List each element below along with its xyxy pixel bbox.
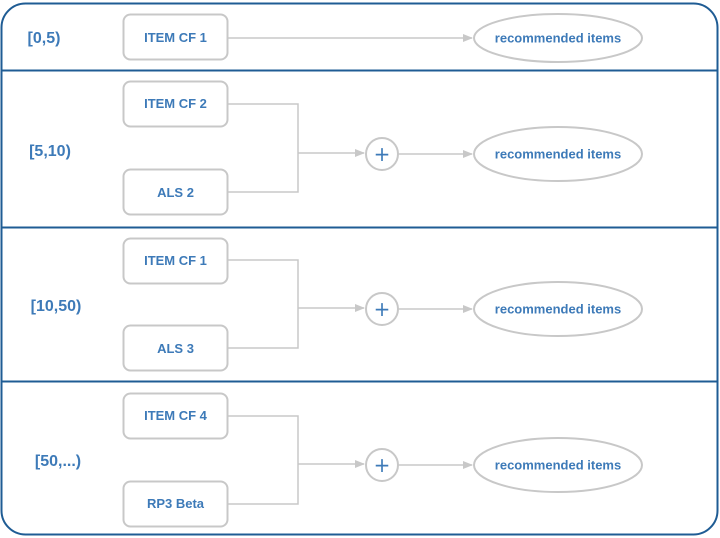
- model-label: ITEM CF 1: [144, 253, 207, 268]
- model-box-frame: [122, 13, 229, 61]
- plus-icon: +: [374, 297, 391, 321]
- merge-connector: [228, 103, 364, 193]
- model-box-frame: [122, 392, 229, 440]
- model-box-frame: [122, 168, 229, 216]
- model-box-item-cf-1: ITEM CF 1: [122, 237, 229, 285]
- output-ellipse: [473, 437, 643, 493]
- model-label: ITEM CF 1: [144, 30, 207, 45]
- model-label: RP3 Beta: [147, 496, 205, 511]
- model-box-als-2: ALS 2: [122, 168, 229, 216]
- row-3: [50,...) ITEM CF 4 RP3 Beta + recommende…: [35, 392, 643, 528]
- output-ellipse: [473, 281, 643, 337]
- plus-icon: +: [374, 142, 391, 166]
- output-node: recommended items: [473, 13, 643, 63]
- merge-connector: [228, 415, 364, 505]
- model-box-frame: [122, 480, 229, 528]
- model-box-item-cf-4: ITEM CF 4: [122, 392, 229, 440]
- row-1: [5,10) ITEM CF 2 ALS 2 + recommended ite…: [29, 80, 643, 216]
- output-label: recommended items: [495, 31, 621, 46]
- model-box-item-cf-2: ITEM CF 2: [122, 80, 229, 128]
- model-box-frame: [122, 324, 229, 372]
- output-node: recommended items: [473, 281, 643, 337]
- model-box-frame: [122, 80, 229, 128]
- model-label: ITEM CF 4: [144, 408, 208, 423]
- plus-icon: +: [374, 453, 391, 477]
- model-box-item-cf-1: ITEM CF 1: [122, 13, 229, 61]
- model-label: ALS 3: [157, 341, 194, 356]
- output-node: recommended items: [473, 126, 643, 182]
- range-label: [5,10): [29, 143, 71, 160]
- model-label: ITEM CF 2: [144, 96, 207, 111]
- combine-node: +: [365, 137, 399, 171]
- combine-node: +: [365, 448, 399, 482]
- output-ellipse: [473, 126, 643, 182]
- range-label: [10,50): [31, 298, 82, 315]
- range-label: [50,...): [35, 453, 81, 470]
- output-node: recommended items: [473, 437, 643, 493]
- row-2: [10,50) ITEM CF 1 ALS 3 + recommended it…: [31, 237, 643, 372]
- model-box-als-3: ALS 3: [122, 324, 229, 372]
- model-label: ALS 2: [157, 185, 194, 200]
- output-label: recommended items: [495, 302, 621, 317]
- merge-connector: [228, 259, 364, 349]
- row-0: [0,5) ITEM CF 1 recommended items: [28, 13, 643, 63]
- model-box-rp3-beta: RP3 Beta: [122, 480, 229, 528]
- model-box-frame: [122, 237, 229, 285]
- output-label: recommended items: [495, 147, 621, 162]
- range-label: [0,5): [28, 30, 61, 47]
- output-label: recommended items: [495, 458, 621, 473]
- combine-node: +: [365, 292, 399, 326]
- output-ellipse: [473, 13, 643, 63]
